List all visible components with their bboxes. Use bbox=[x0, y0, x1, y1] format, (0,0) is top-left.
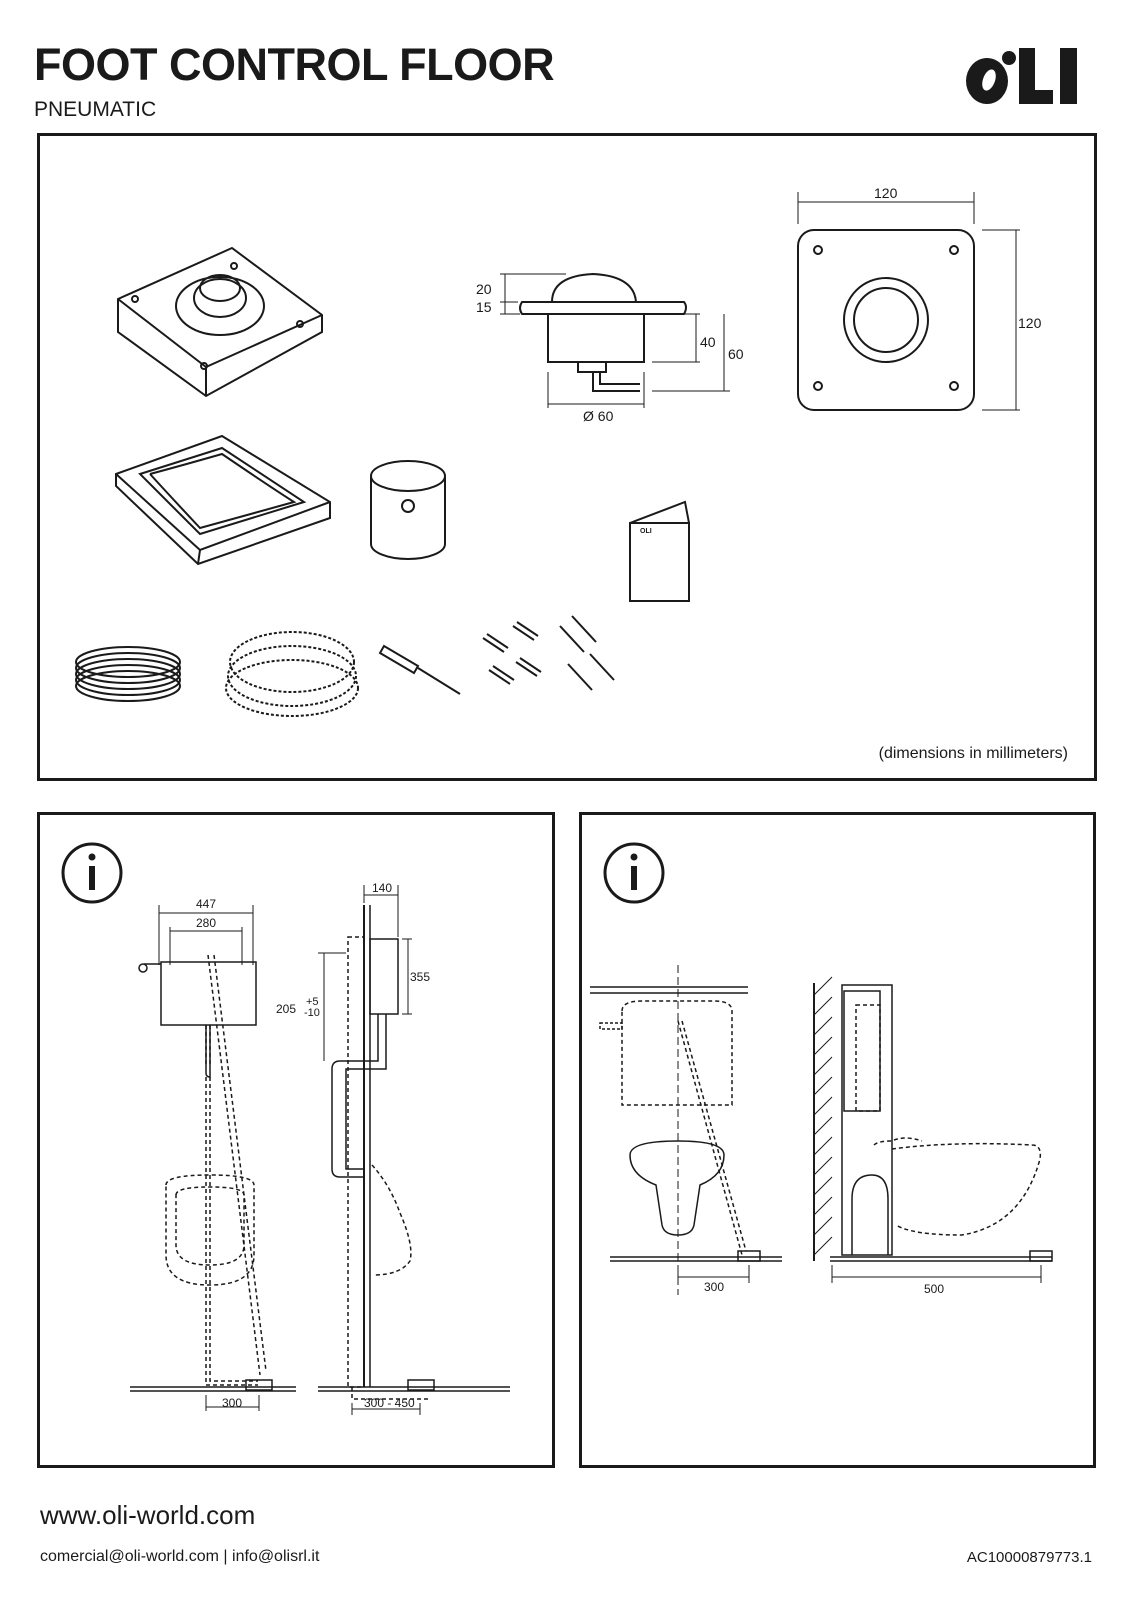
coiled-tube-illustration bbox=[75, 646, 181, 702]
button-top-view bbox=[797, 192, 1020, 411]
tolerance-minus: -10 bbox=[304, 1007, 320, 1019]
wc-side-drawing bbox=[813, 976, 1053, 1283]
wc-installation-panel: 300 500 bbox=[579, 812, 1096, 1468]
button-side-section bbox=[500, 272, 730, 408]
anchors-screws-illustration bbox=[482, 615, 615, 691]
dim-280: 280 bbox=[196, 916, 216, 930]
dim-20: 20 bbox=[476, 281, 492, 297]
dim-15: 15 bbox=[476, 299, 492, 315]
oli-logo bbox=[963, 44, 1093, 110]
dim-60: 60 bbox=[728, 346, 744, 362]
info-icon bbox=[61, 842, 123, 904]
dim-300: 300 bbox=[222, 1396, 242, 1410]
dim-447: 447 bbox=[196, 897, 216, 911]
contact-line: comercial@oli-world.com | info@olisrl.it bbox=[40, 1549, 319, 1565]
contact-separator: | bbox=[223, 1548, 228, 1565]
email-info-link[interactable]: info@olisrl.it bbox=[232, 1548, 320, 1565]
dim-diameter-60: Ø 60 bbox=[583, 408, 614, 424]
wc-front-drawing bbox=[590, 965, 782, 1295]
kit-panel: 20 15 40 60 Ø 60 120 120 OLI (dimensions… bbox=[37, 133, 1097, 781]
dim-300-450: 300 - 450 bbox=[364, 1396, 415, 1410]
dim-355: 355 bbox=[410, 970, 430, 984]
screwdriver-illustration bbox=[378, 644, 461, 695]
urinal-side-drawing bbox=[318, 885, 510, 1415]
page-title: FOOT CONTROL FLOOR bbox=[34, 39, 555, 90]
dim-205: 205 bbox=[276, 1002, 296, 1016]
instruction-booklet-illustration bbox=[629, 500, 690, 602]
dim-height-120: 120 bbox=[1018, 315, 1042, 331]
foot-button-illustration bbox=[117, 246, 323, 398]
booklet-brand: OLI bbox=[640, 528, 652, 535]
corrugated-hose-illustration bbox=[225, 631, 359, 717]
website-link[interactable]: www.oli-world.com bbox=[40, 1500, 256, 1530]
dim-140: 140 bbox=[372, 881, 392, 895]
dimensions-note: (dimensions in millimeters) bbox=[878, 745, 1068, 762]
page-subtitle: PNEUMATIC bbox=[34, 98, 157, 121]
dim-300: 300 bbox=[704, 1280, 724, 1294]
info-icon bbox=[603, 842, 665, 904]
urinal-front-drawing bbox=[130, 905, 296, 1411]
email-commercial-link[interactable]: comercial@oli-world.com bbox=[40, 1548, 219, 1565]
dim-width-120: 120 bbox=[874, 185, 898, 201]
urinal-installation-panel: 447 280 140 355 205 +5 -10 300 300 - 450 bbox=[37, 812, 555, 1468]
document-code: AC10000879773.1 bbox=[966, 1549, 1092, 1566]
cylinder-cap-illustration bbox=[370, 460, 446, 560]
tolerance-plus: +5 bbox=[306, 996, 319, 1008]
dim-40: 40 bbox=[700, 334, 716, 350]
dim-500: 500 bbox=[924, 1282, 944, 1296]
gasket-illustration bbox=[115, 434, 331, 566]
